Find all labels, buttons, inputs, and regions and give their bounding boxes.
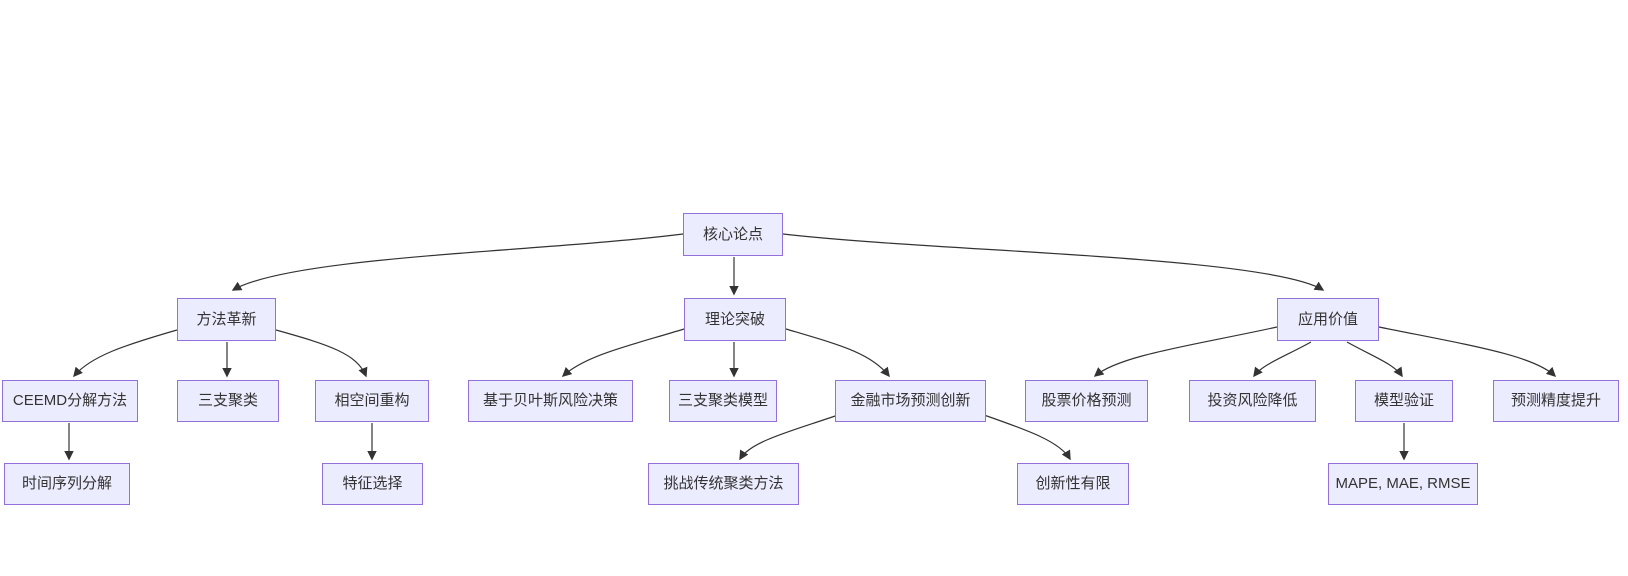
node-financial-market-prediction: 金融市场预测创新 <box>835 380 986 422</box>
node-challenge-traditional-clustering: 挑战传统聚类方法 <box>648 463 799 505</box>
node-model-validation-label: 模型验证 <box>1373 392 1434 409</box>
edge-theory-to-bayes <box>561 328 685 377</box>
edge-core-to-application <box>782 233 1325 291</box>
node-ceemd-decomposition-label: CEEMD分解方法 <box>12 392 128 409</box>
node-three-way-clustering-label: 三支聚类 <box>197 392 258 409</box>
node-application-value-label: 应用价值 <box>1297 310 1358 328</box>
node-error-metrics: MAPE, MAE, RMSE <box>1328 463 1478 505</box>
node-prediction-accuracy-improvement-label: 预测精度提升 <box>1510 392 1601 409</box>
node-bayesian-risk-decision-label: 基于贝叶斯风险决策 <box>482 392 618 409</box>
node-method-innovation-label: 方法革新 <box>196 310 257 328</box>
node-three-way-clustering: 三支聚类 <box>177 380 279 422</box>
node-ceemd-decomposition: CEEMD分解方法 <box>2 380 138 422</box>
node-prediction-accuracy-improvement: 预测精度提升 <box>1493 380 1619 422</box>
node-core-thesis-label: 核心论点 <box>702 225 763 243</box>
node-bayesian-risk-decision: 基于贝叶斯风险决策 <box>468 380 633 422</box>
edge-application-to-risk <box>1253 341 1312 378</box>
node-time-series-decomposition-label: 时间序列分解 <box>21 475 112 492</box>
node-model-validation: 模型验证 <box>1355 380 1453 422</box>
node-stock-price-prediction: 股票价格预测 <box>1025 380 1148 422</box>
node-three-way-clustering-model-label: 三支聚类模型 <box>677 392 768 409</box>
node-phase-space-reconstruction-label: 相空间重构 <box>334 392 410 409</box>
node-time-series-decomposition: 时间序列分解 <box>4 463 130 505</box>
node-stock-price-prediction-label: 股票价格预测 <box>1041 392 1132 409</box>
node-limited-innovation-label: 创新性有限 <box>1035 475 1111 492</box>
edge-theory-to-finance <box>785 328 890 378</box>
node-method-innovation: 方法革新 <box>177 298 276 341</box>
edge-application-to-accuracy <box>1378 326 1557 377</box>
node-investment-risk-reduction: 投资风险降低 <box>1189 380 1316 422</box>
node-investment-risk-reduction-label: 投资风险降低 <box>1207 392 1298 409</box>
node-limited-innovation: 创新性有限 <box>1017 463 1129 505</box>
node-theory-breakthrough: 理论突破 <box>684 298 786 341</box>
edge-application-to-stock <box>1093 326 1278 377</box>
edge-application-to-validation <box>1346 341 1403 378</box>
edge-core-to-method <box>231 233 684 291</box>
node-theory-breakthrough-label: 理论突破 <box>704 310 765 328</box>
node-application-value: 应用价值 <box>1277 298 1379 341</box>
node-core-thesis: 核心论点 <box>683 213 783 256</box>
node-feature-selection-label: 特征选择 <box>342 475 403 492</box>
edge-method-to-phase-space <box>275 329 368 378</box>
node-feature-selection: 特征选择 <box>322 463 423 505</box>
node-three-way-clustering-model: 三支聚类模型 <box>669 380 777 422</box>
node-challenge-traditional-clustering-label: 挑战传统聚类方法 <box>663 475 784 492</box>
node-error-metrics-label: MAPE, MAE, RMSE <box>1335 475 1471 492</box>
node-financial-market-prediction-label: 金融市场预测创新 <box>850 392 971 409</box>
node-phase-space-reconstruction: 相空间重构 <box>315 380 429 422</box>
edge-method-to-ceemd <box>73 329 178 378</box>
